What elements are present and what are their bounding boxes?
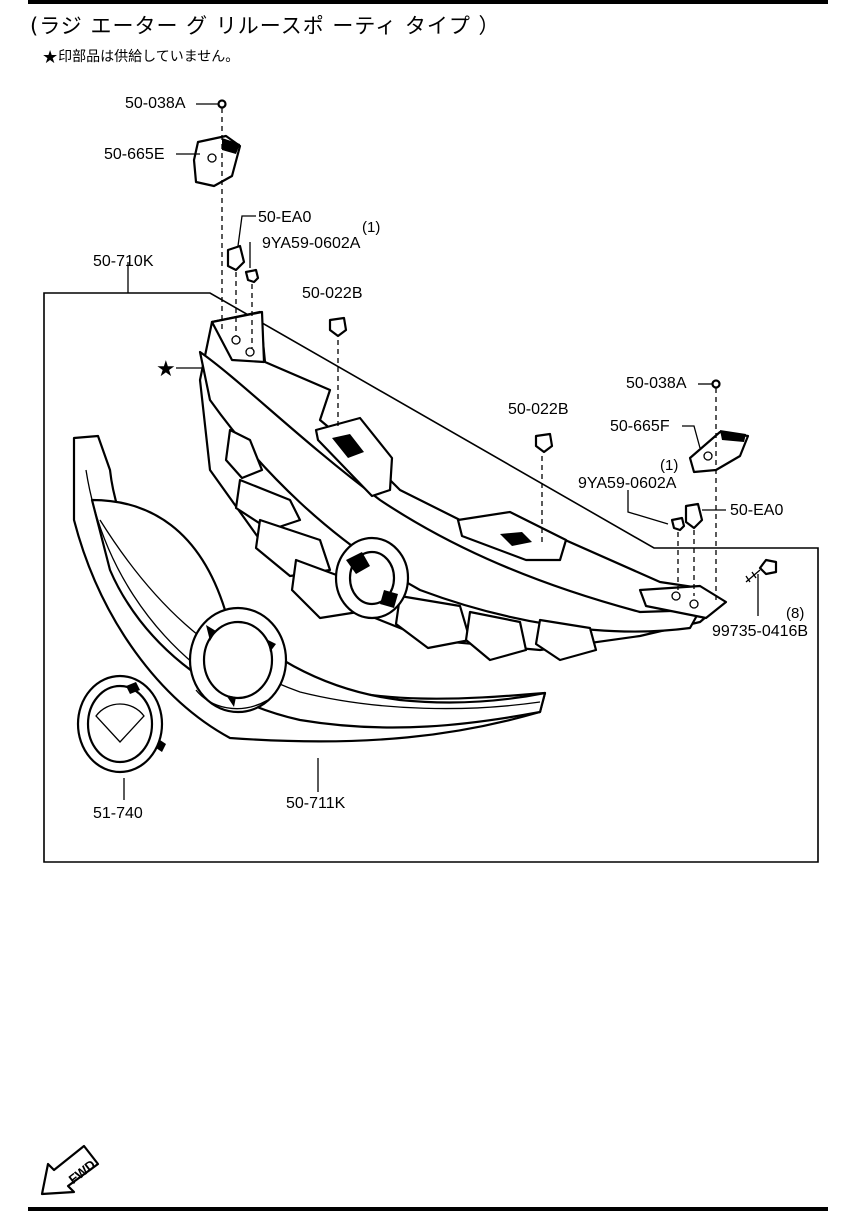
bottom-rule: [28, 1207, 828, 1211]
label-9YA59-right: 9YA59-0602A: [578, 475, 677, 492]
fasteners: [217, 99, 778, 583]
part-labels: 50-038A 50-665E 50-EA0 (1) 9YA59-0602A 5…: [93, 95, 808, 822]
diagram-title: (ラジ エーター グ リルースポ ーティ タイプ ）: [30, 14, 501, 38]
leader-lines: [123, 103, 759, 800]
emblem-part: [76, 674, 166, 774]
label-50-EA0-right: 50-EA0: [730, 502, 783, 519]
label-99735: 99735-0416B: [712, 623, 808, 640]
assembly-frame: [43, 292, 819, 863]
label-qty-left: (1): [362, 219, 380, 236]
label-50-038A-left: 50-038A: [125, 95, 186, 112]
label-50-022B-right: 50-022B: [508, 401, 569, 418]
label-50-711K: 50-711K: [286, 795, 346, 812]
label-50-710K: 50-710K: [93, 253, 154, 270]
bracket-left-part: [192, 134, 242, 188]
fwd-arrow-icon: FWD: [40, 1144, 100, 1196]
label-50-665F: 50-665F: [610, 418, 670, 435]
grille-upper-part: [198, 310, 728, 662]
star-icon: ★: [42, 47, 59, 68]
bracket-right-part: [688, 430, 750, 474]
label-50-038A-right: 50-038A: [626, 375, 687, 392]
star-icon: ★: [156, 357, 176, 382]
emblem-ring-part: [188, 606, 288, 714]
label-50-EA0-left: 50-EA0: [258, 209, 311, 226]
assembly-lines: [221, 108, 717, 600]
label-qty-screw: (8): [786, 605, 804, 622]
top-rule: [28, 0, 828, 4]
label-50-665E: 50-665E: [104, 146, 165, 163]
supply-note-text: 印部品は供給していません。: [58, 49, 240, 65]
supply-note: ★印部品は供給していません。: [42, 46, 239, 68]
label-51-740: 51-740: [93, 805, 143, 822]
label-qty-right: (1): [660, 457, 678, 474]
label-9YA59-left: 9YA59-0602A: [262, 235, 361, 252]
label-50-022B-left: 50-022B: [302, 285, 363, 302]
